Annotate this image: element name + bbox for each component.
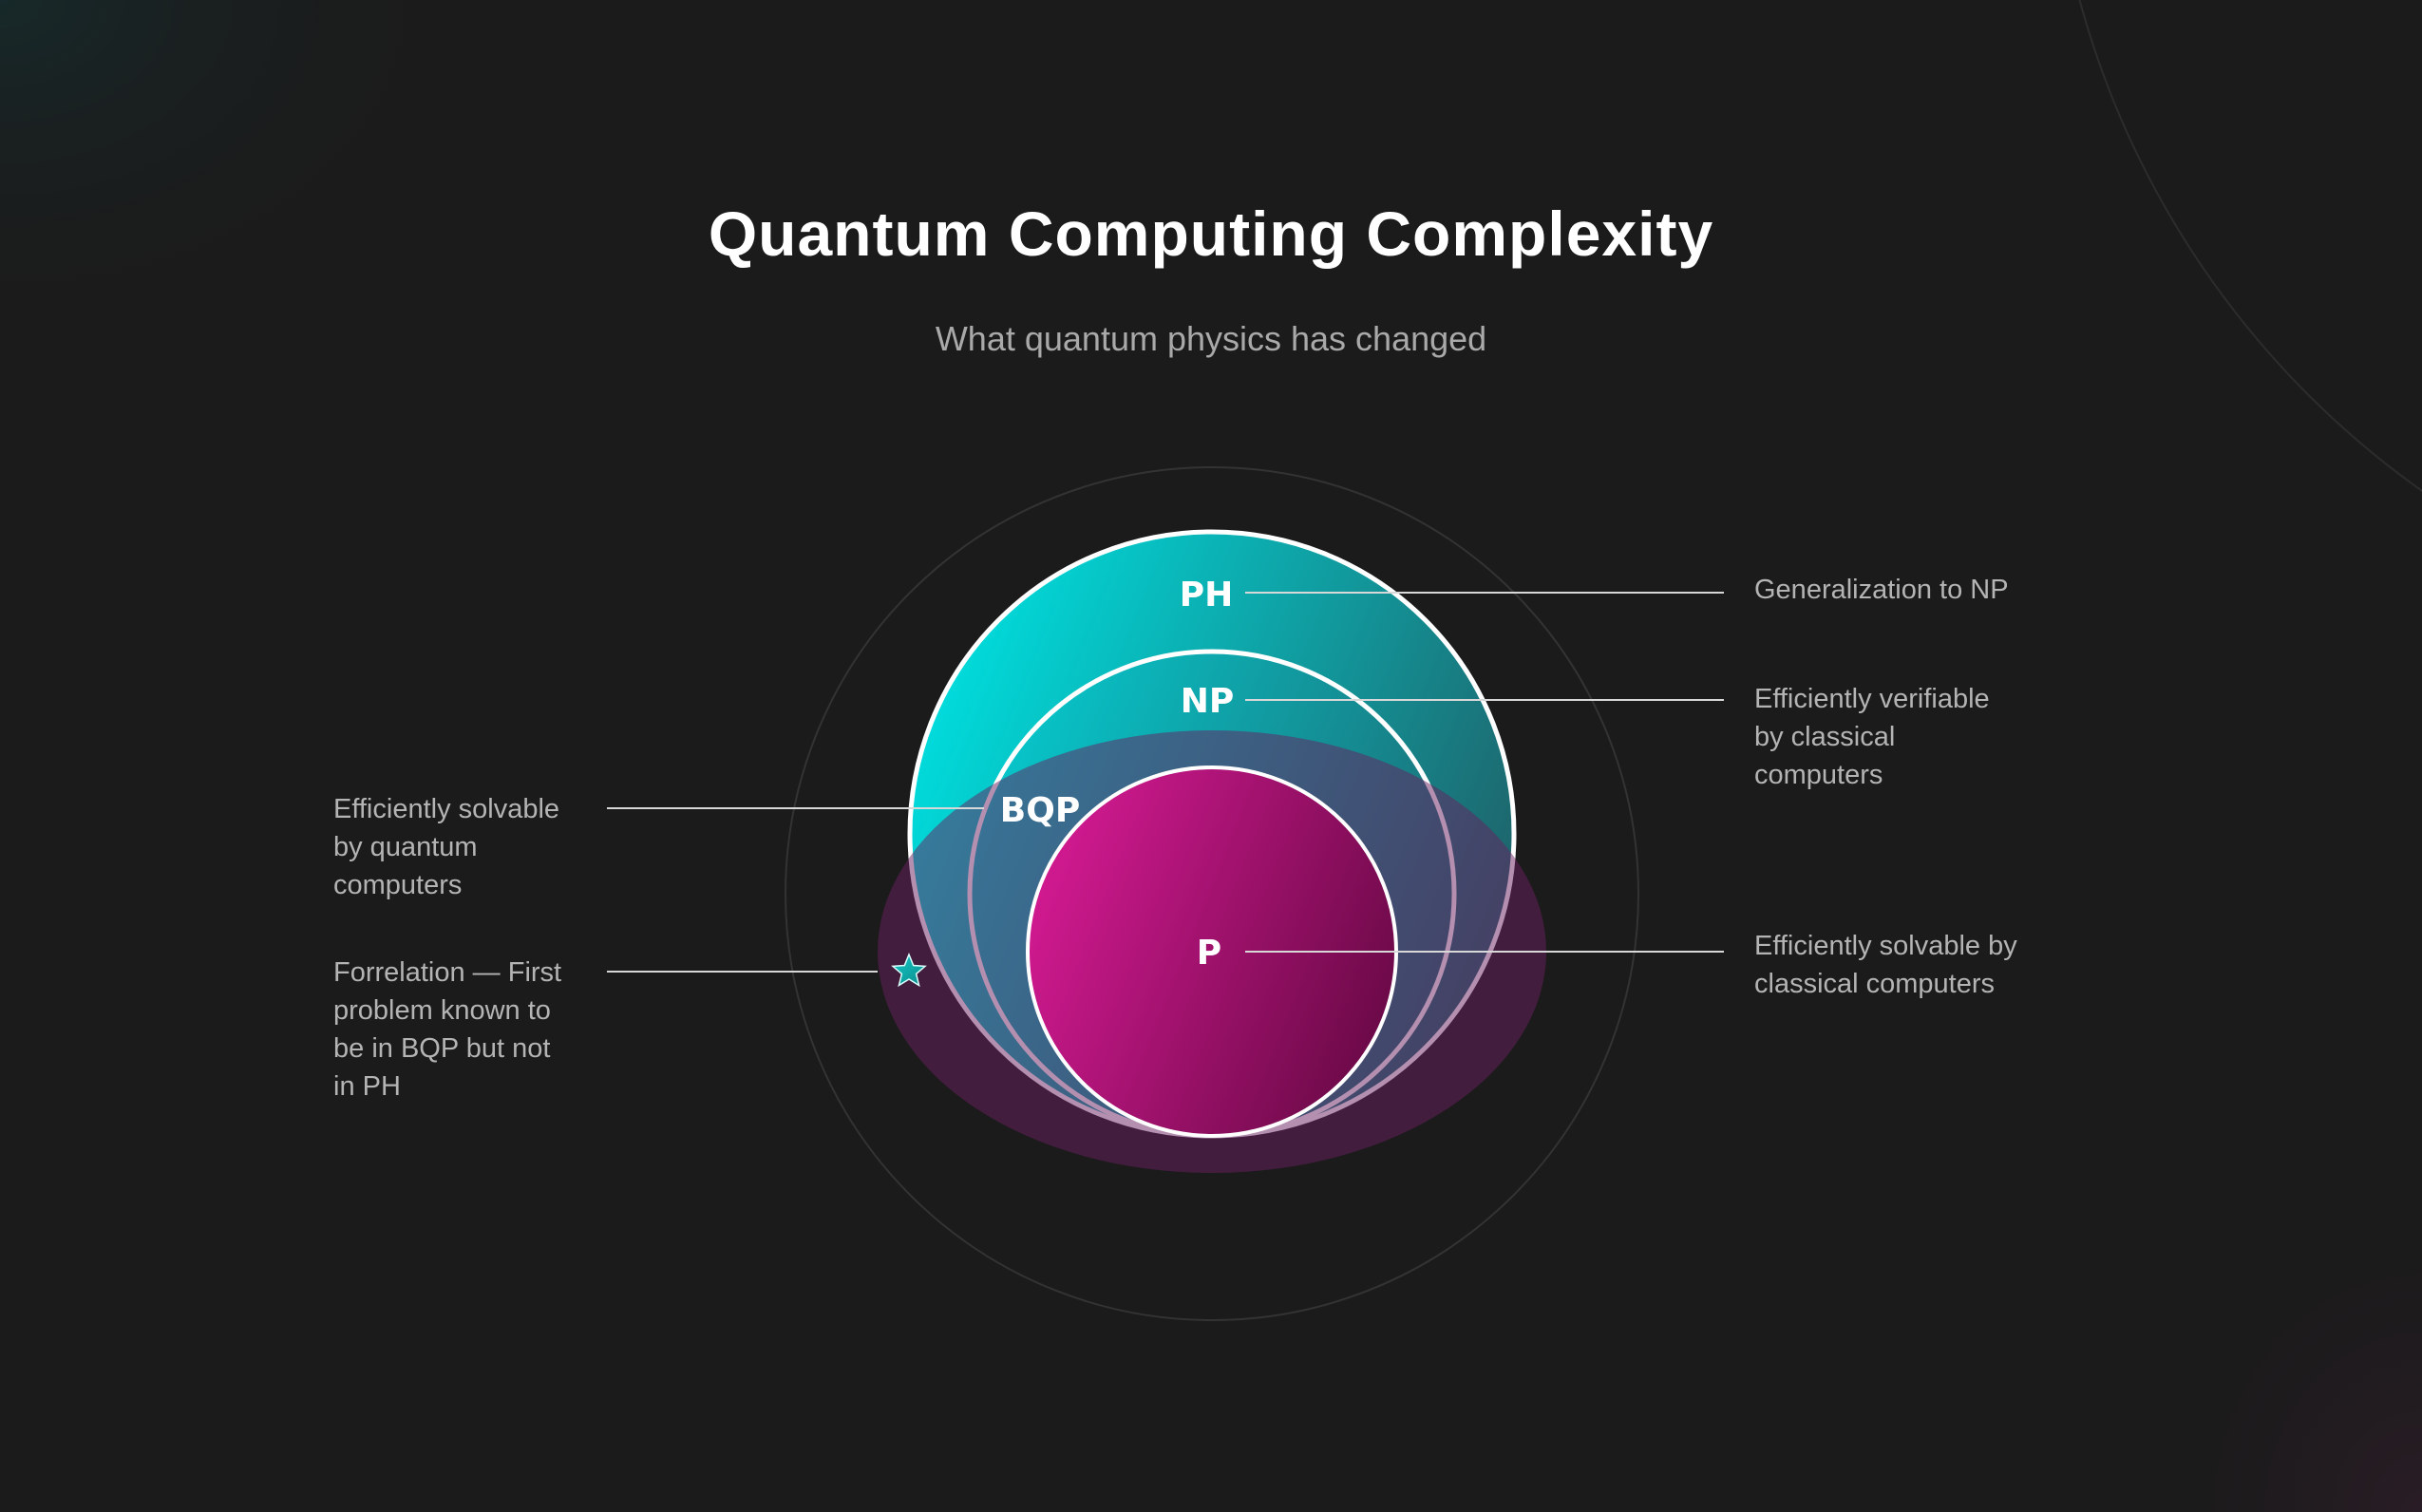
np-label: NP bbox=[1181, 682, 1235, 721]
page-subtitle: What quantum physics has changed bbox=[935, 319, 1487, 358]
np-description: Efficiently verifiable by classical comp… bbox=[1754, 680, 1990, 794]
note-line: by quantum bbox=[333, 832, 478, 862]
note-line: by classical bbox=[1754, 722, 1896, 752]
star-icon bbox=[891, 953, 927, 988]
note-line: Efficiently verifiable bbox=[1754, 684, 1990, 714]
note-line: in PH bbox=[333, 1071, 401, 1102]
note-line: Forrelation — First bbox=[333, 957, 562, 988]
note-line: be in BQP but not bbox=[333, 1033, 551, 1064]
note-line: computers bbox=[333, 870, 463, 900]
note-line: computers bbox=[1754, 760, 1883, 790]
bqp-label: BQP bbox=[1000, 791, 1080, 830]
ph-description: Generalization to NP bbox=[1754, 571, 2009, 609]
leader-lines bbox=[607, 592, 1724, 973]
note-line: Efficiently solvable bbox=[333, 794, 560, 824]
p-description: Efficiently solvable by classical comput… bbox=[1754, 927, 2017, 1003]
ph-label: PH bbox=[1180, 576, 1234, 614]
note-line: classical computers bbox=[1754, 969, 1996, 999]
note-line: problem known to bbox=[333, 995, 551, 1026]
note-line: Generalization to NP bbox=[1754, 575, 2009, 605]
page-title: Quantum Computing Complexity bbox=[708, 198, 1714, 269]
glow-bottom-right bbox=[1805, 807, 2422, 1512]
forrelation-description: Forrelation — First problem known to be … bbox=[333, 954, 561, 1106]
bqp-description: Efficiently solvable by quantum computer… bbox=[333, 790, 559, 904]
note-line: Efficiently solvable by bbox=[1754, 931, 2017, 961]
glow-top-left bbox=[0, 0, 950, 665]
p-label: P bbox=[1197, 934, 1221, 973]
outer-ring bbox=[785, 466, 1639, 1321]
